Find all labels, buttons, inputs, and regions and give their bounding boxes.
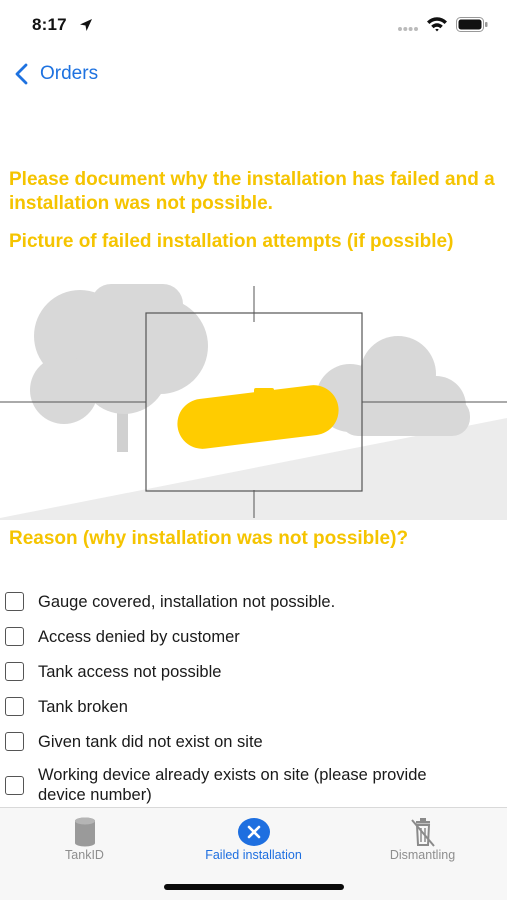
bush-right-illustration [316, 336, 470, 436]
tab-tankid[interactable]: TankID [0, 808, 169, 878]
reason-item-tank-access[interactable]: Tank access not possible [0, 658, 507, 686]
close-circle-icon [237, 818, 270, 846]
wifi-icon [427, 17, 447, 32]
back-button[interactable]: Orders [12, 60, 98, 88]
checkbox[interactable] [5, 776, 24, 795]
location-arrow-icon [80, 19, 92, 31]
checkbox[interactable] [5, 732, 24, 751]
reason-label: Gauge covered, installation not possible… [38, 593, 336, 611]
back-label: Orders [40, 63, 99, 84]
photo-placeholder[interactable] [0, 282, 507, 520]
tab-label: Failed installation [205, 848, 302, 862]
picture-heading: Picture of failed installation attempts … [9, 231, 454, 252]
reason-label: Access denied by customer [38, 628, 240, 646]
checkbox[interactable] [5, 627, 24, 646]
reason-label: Tank access not possible [38, 663, 222, 681]
viewfinder-frame [145, 312, 363, 492]
chevron-left-icon [15, 63, 28, 85]
tab-failed-installation[interactable]: Failed installation [169, 808, 338, 878]
reason-label: Working device already exists on site (p… [38, 766, 427, 804]
tab-label: TankID [65, 848, 104, 862]
checkbox[interactable] [5, 697, 24, 716]
ground-shape [0, 418, 507, 520]
reason-item-tank-not-exist[interactable]: Given tank did not exist on site [0, 728, 507, 756]
tank-illustration [177, 385, 339, 449]
tab-dismantling[interactable]: Dismantling [338, 808, 507, 878]
reason-item-device-exists[interactable]: Working device already exists on site (p… [0, 764, 507, 806]
reason-item-tank-broken[interactable]: Tank broken [0, 693, 507, 721]
reason-item-access-denied[interactable]: Access denied by customer [0, 623, 507, 651]
signal-dots-icon [398, 27, 418, 31]
reason-label: Tank broken [38, 698, 128, 716]
reason-heading: Reason (why installation was not possibl… [9, 528, 409, 549]
intro-heading: Please document why the installation has… [9, 169, 495, 214]
checkbox[interactable] [5, 662, 24, 681]
status-time: 8:17 [32, 15, 67, 34]
tank-icon [74, 817, 95, 847]
reason-label: Given tank did not exist on site [38, 733, 263, 751]
trash-crossed-icon [410, 818, 435, 847]
battery-icon [456, 17, 488, 32]
status-bar: 8:17 [0, 0, 507, 50]
reason-item-gauge-covered[interactable]: Gauge covered, installation not possible… [0, 588, 507, 616]
crosshair [0, 286, 507, 518]
home-indicator [164, 884, 344, 890]
tab-label: Dismantling [389, 848, 456, 862]
checkbox[interactable] [5, 592, 24, 611]
